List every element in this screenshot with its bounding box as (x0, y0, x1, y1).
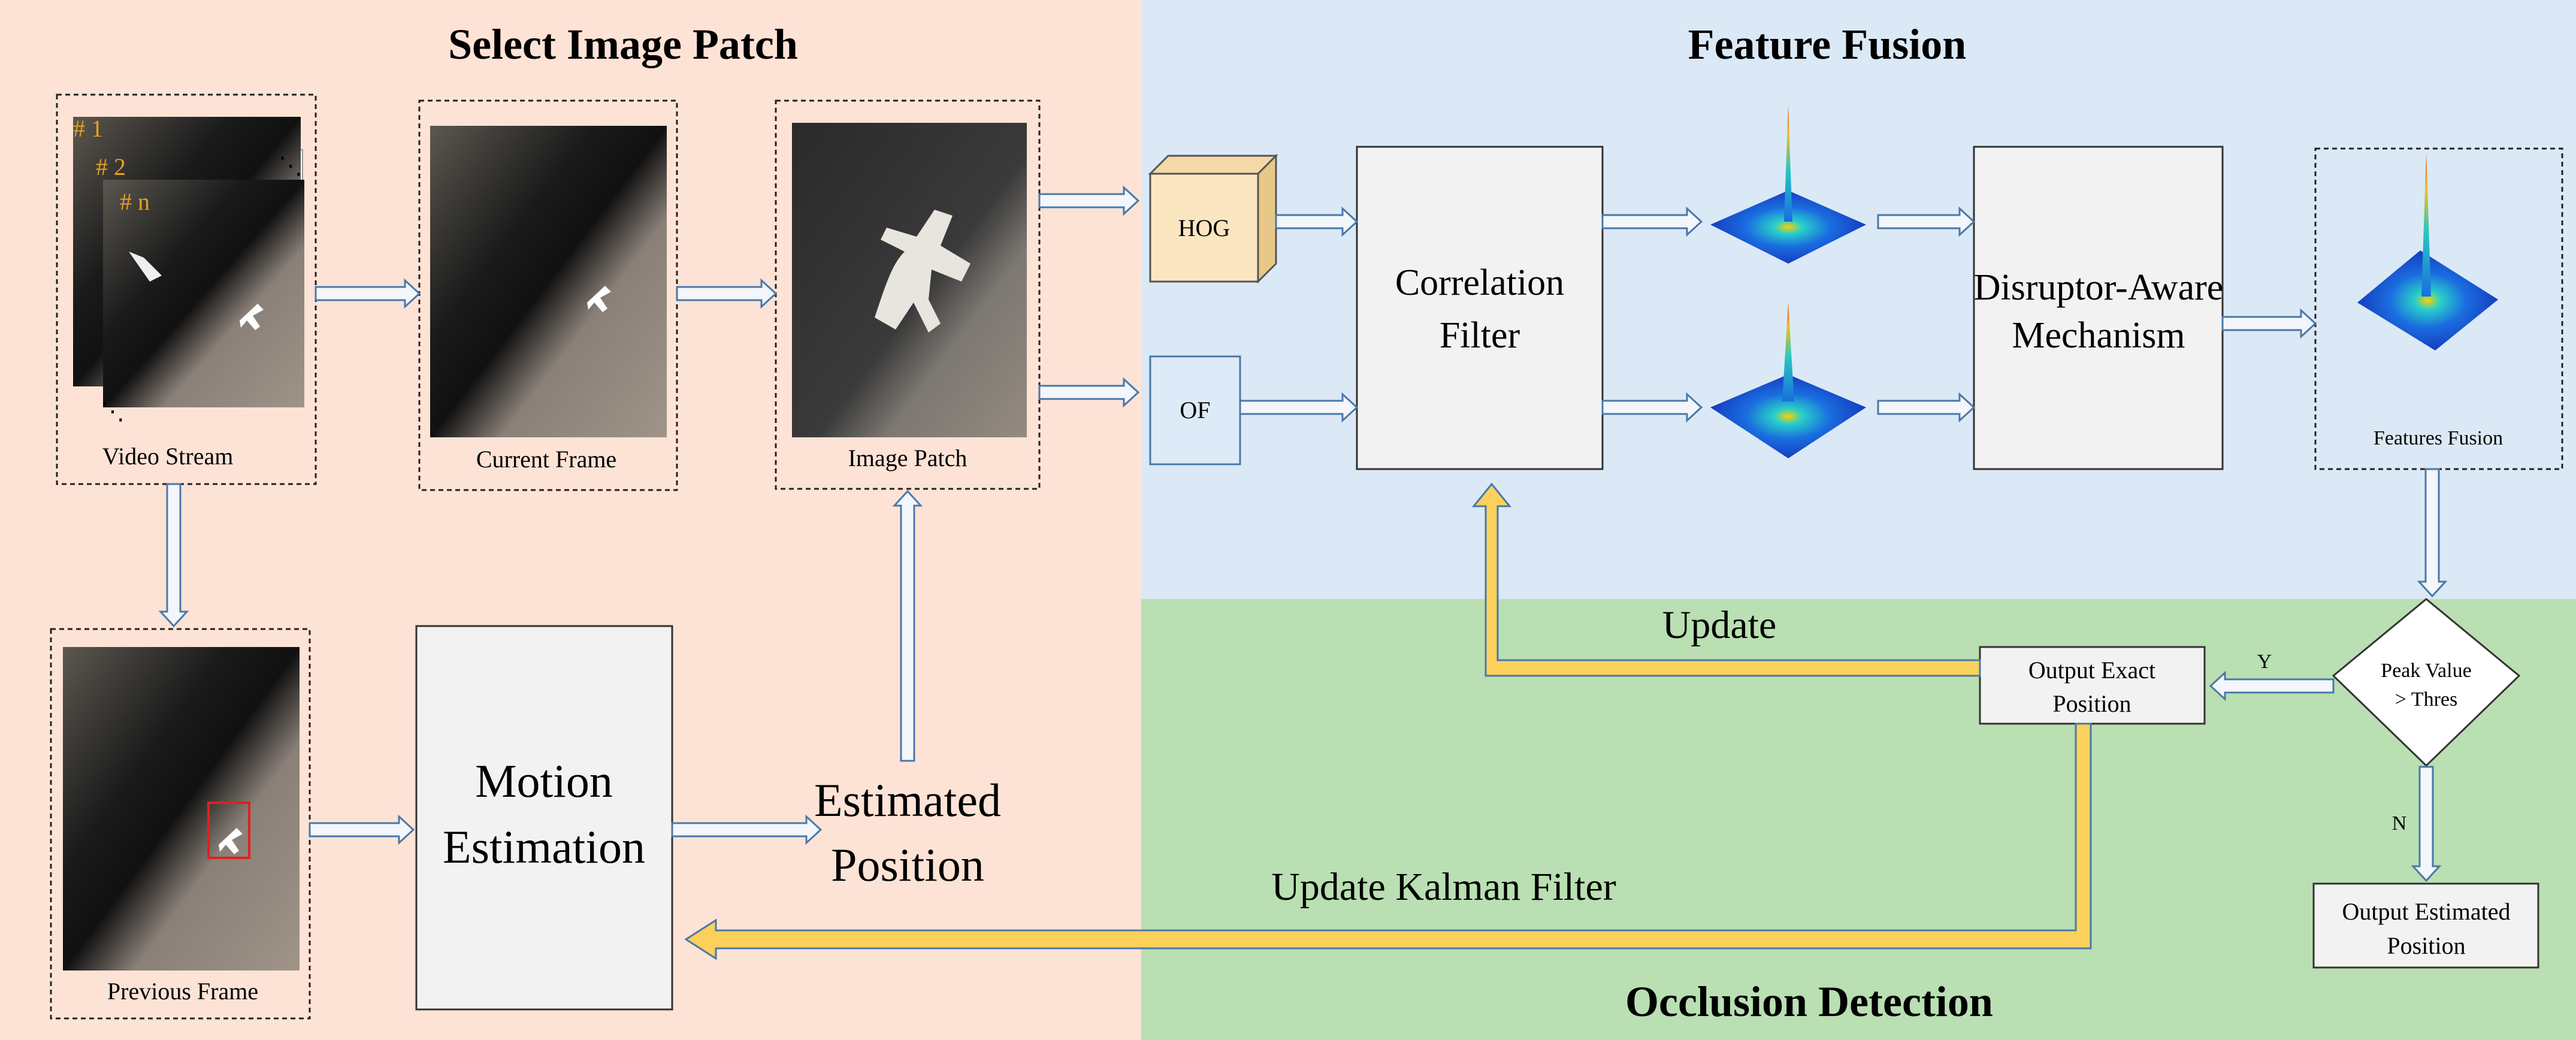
decision-to-output-estimated-arrow (2411, 766, 2442, 882)
correlation-filter-line2: Filter (1440, 315, 1520, 356)
disruptor-aware-line2: Mechanism (2012, 315, 2185, 356)
video-to-previous-arrow (158, 483, 189, 628)
previous-frame-caption: Previous Frame (107, 978, 258, 1005)
of-feature-box: OF (1149, 355, 1241, 465)
video-to-current-arrow (315, 278, 421, 309)
decision-yes-label: Y (2257, 651, 2272, 673)
estimated-position-line1: Estimated (814, 774, 1001, 826)
update-kalman-label: Update Kalman Filter (1271, 865, 1616, 909)
stacked-frames: # 1 # 2 # n ⋱ ⋱ (73, 115, 304, 425)
of-map-to-disruptor-arrow (1877, 392, 1976, 423)
ellipsis-top: ⋱ (279, 152, 303, 179)
select-patch-title: Select Image Patch (448, 20, 798, 68)
previous-to-motion-arrow (309, 814, 415, 845)
of-to-filter-arrow (1239, 392, 1359, 423)
flow-arrows (158, 185, 2448, 882)
motion-estimation-line2: Estimation (443, 821, 645, 873)
hog-map-to-disruptor-arrow (1877, 206, 1976, 237)
frame-label-2: # 2 (96, 153, 126, 180)
filter-to-of-map-arrow (1601, 392, 1703, 423)
video-stream-group: # 1 # 2 # n ⋱ ⋱ Video Stream (56, 93, 317, 485)
target-bounding-box (207, 802, 250, 859)
output-exact-box: Output Exact Position (1979, 646, 2206, 725)
estimated-to-patch-arrow (892, 489, 923, 762)
current-frame-group: Current Frame (418, 99, 678, 491)
patch-to-hog-arrow (1038, 185, 1140, 216)
hog-to-filter-arrow (1275, 206, 1359, 237)
image-patch-caption: Image Patch (848, 445, 967, 471)
fusion-to-decision-arrow (2417, 468, 2448, 598)
hog-label: HOG (1178, 214, 1230, 241)
output-exact-line1: Output Exact (2028, 657, 2155, 684)
motion-to-estimated-arrow (671, 814, 823, 845)
decision-to-output-exact-arrow (2209, 670, 2335, 702)
update-label: Update (1662, 603, 1777, 647)
motion-estimation-box: Motion Estimation (415, 625, 673, 1011)
disruptor-aware-box: Disruptor-Aware Mechanism (1973, 146, 2224, 470)
current-to-patch-arrow (676, 278, 778, 309)
kalman-update-loop (684, 722, 2092, 960)
feature-fusion-title: Feature Fusion (1688, 20, 1967, 68)
decision-line1: Peak Value (2381, 660, 2471, 682)
frame-label-n: # n (120, 188, 150, 215)
ellipsis-bottom: ⋱ (101, 398, 125, 425)
of-response-map (1710, 303, 1866, 458)
video-stream-caption: Video Stream (102, 443, 234, 470)
update-loop (1471, 482, 1981, 677)
current-frame-caption: Current Frame (476, 446, 616, 473)
output-estimated-line1: Output Estimated (2342, 898, 2510, 925)
patch-to-of-arrow (1038, 377, 1140, 408)
of-label: OF (1180, 397, 1210, 424)
hog-feature-cube: HOG (1148, 153, 1278, 284)
image-patch-group: Image Patch (775, 99, 1041, 490)
disruptor-aware-line1: Disruptor-Aware (1974, 267, 2224, 308)
peak-threshold-decision: Peak Value > Thres Y N (2257, 598, 2521, 835)
hog-response-map (1710, 105, 1866, 264)
previous-frame-group: Previous Frame (50, 628, 311, 1020)
disruptor-to-fusion-arrow (2221, 308, 2317, 339)
decision-no-label: N (2392, 812, 2407, 835)
decision-line2: > Thres (2395, 688, 2457, 711)
output-exact-line2: Position (2052, 690, 2131, 717)
occlusion-title: Occlusion Detection (1625, 978, 1993, 1026)
filter-to-hog-map-arrow (1601, 206, 1703, 237)
correlation-filter-line1: Correlation (1395, 262, 1564, 303)
motion-estimation-line1: Motion (475, 755, 613, 807)
output-estimated-box: Output Estimated Position (2312, 882, 2539, 969)
correlation-filter-box: Correlation Filter (1356, 146, 1604, 470)
features-fusion-caption: Features Fusion (2374, 427, 2503, 449)
output-estimated-line2: Position (2387, 932, 2465, 959)
estimated-position-line2: Position (831, 839, 984, 891)
frame-label-1: # 1 (73, 115, 103, 142)
